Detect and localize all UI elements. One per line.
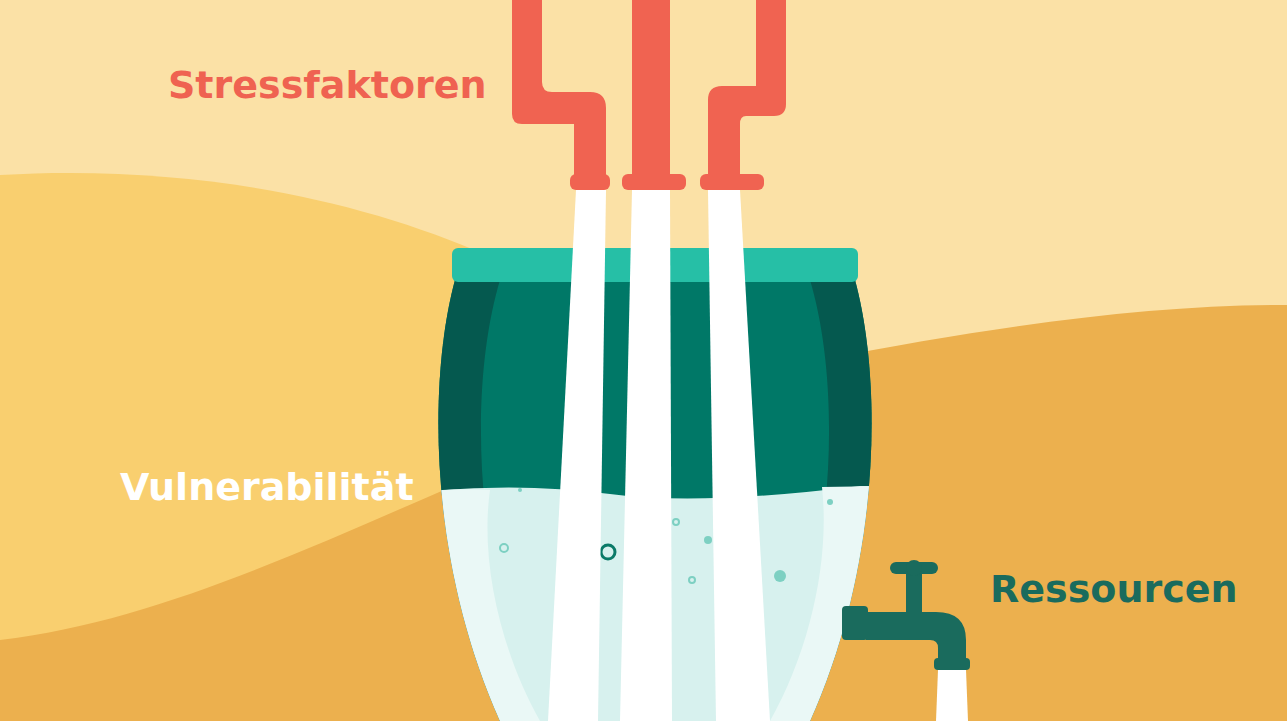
pipe (708, 0, 786, 182)
tap (842, 560, 970, 670)
pipe-flange (570, 174, 610, 190)
label-text: Vulnerabilität (120, 468, 414, 506)
water-stave (420, 489, 540, 721)
pipe (632, 0, 670, 182)
water-stream (548, 190, 606, 721)
streams (548, 190, 770, 721)
pipe-flange (622, 174, 686, 190)
label-text: Stressfaktoren (168, 66, 487, 104)
water-stave (770, 486, 880, 721)
tap-water (936, 670, 968, 721)
pipe-flange (700, 174, 764, 190)
label-text: Ressourcen (990, 570, 1238, 608)
water-stream (620, 190, 672, 721)
water-stream (708, 190, 770, 721)
pipe (512, 0, 606, 182)
pipes (512, 0, 786, 190)
